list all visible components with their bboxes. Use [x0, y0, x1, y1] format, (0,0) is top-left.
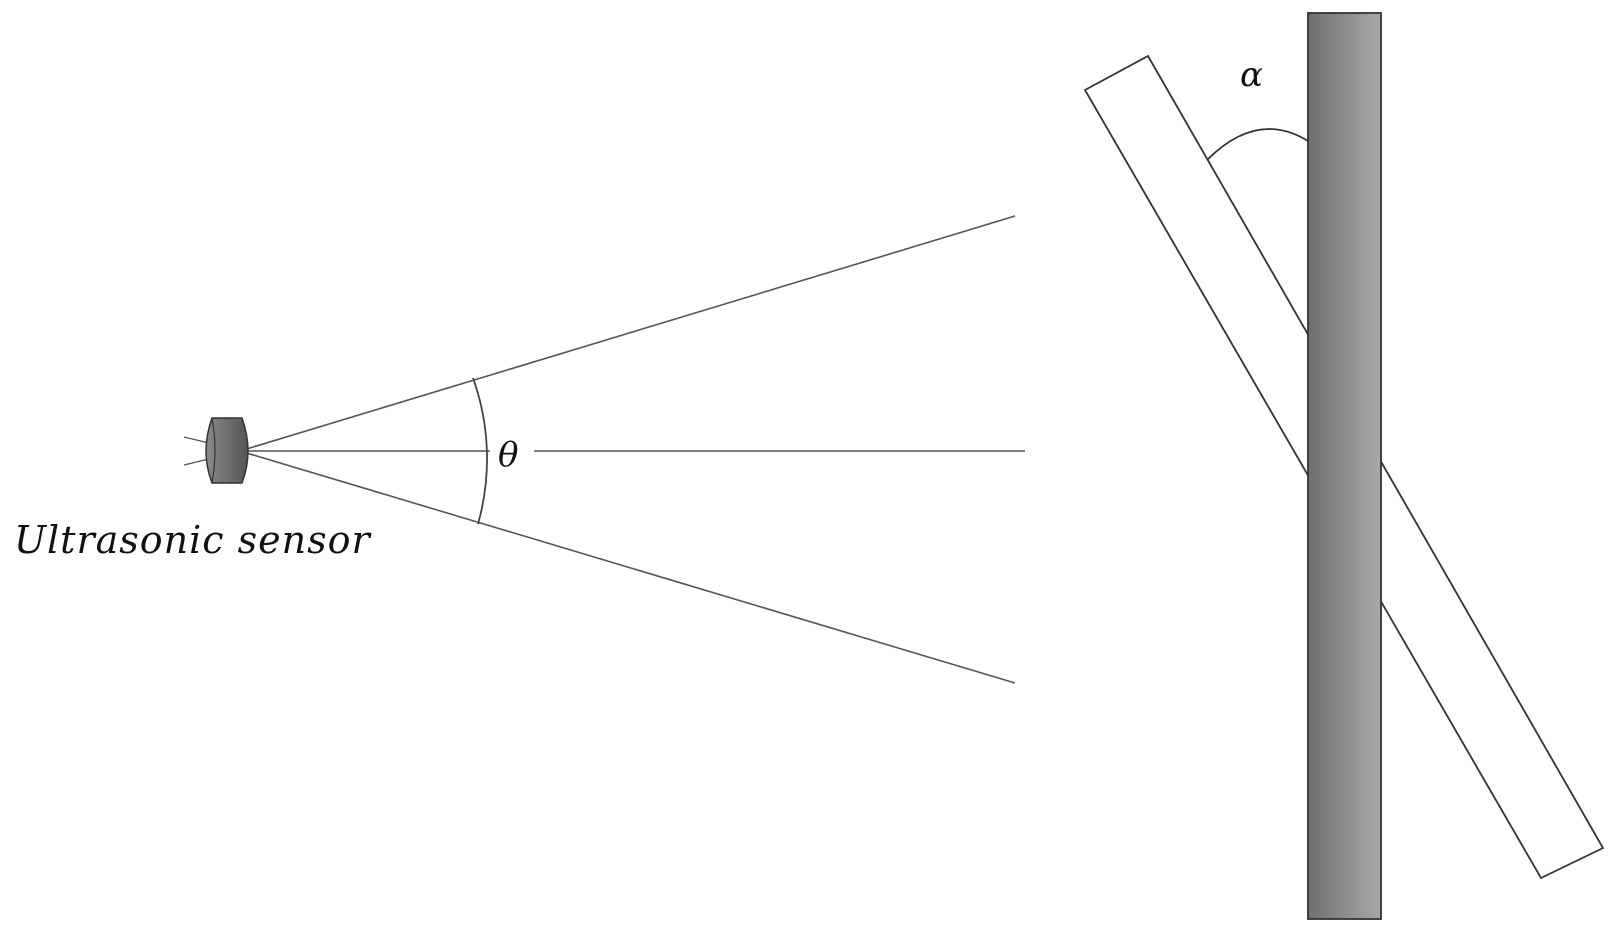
- sensor-label: Ultrasonic sensor: [14, 518, 372, 562]
- plate-angle-label: α: [1240, 55, 1263, 95]
- vertical-wall: [1307, 12, 1382, 920]
- beam-upper-edge: [239, 215, 1016, 452]
- beam-lower-edge: [239, 450, 1016, 684]
- plate-angle-arc: [1207, 128, 1309, 160]
- beam-cone: [183, 215, 1025, 684]
- beam-angle-arc: [472, 377, 488, 525]
- beam-angle-label-bg: [490, 430, 534, 476]
- ultrasonic-sensor-icon: [205, 417, 249, 484]
- beam-angle-label: θ: [498, 435, 518, 475]
